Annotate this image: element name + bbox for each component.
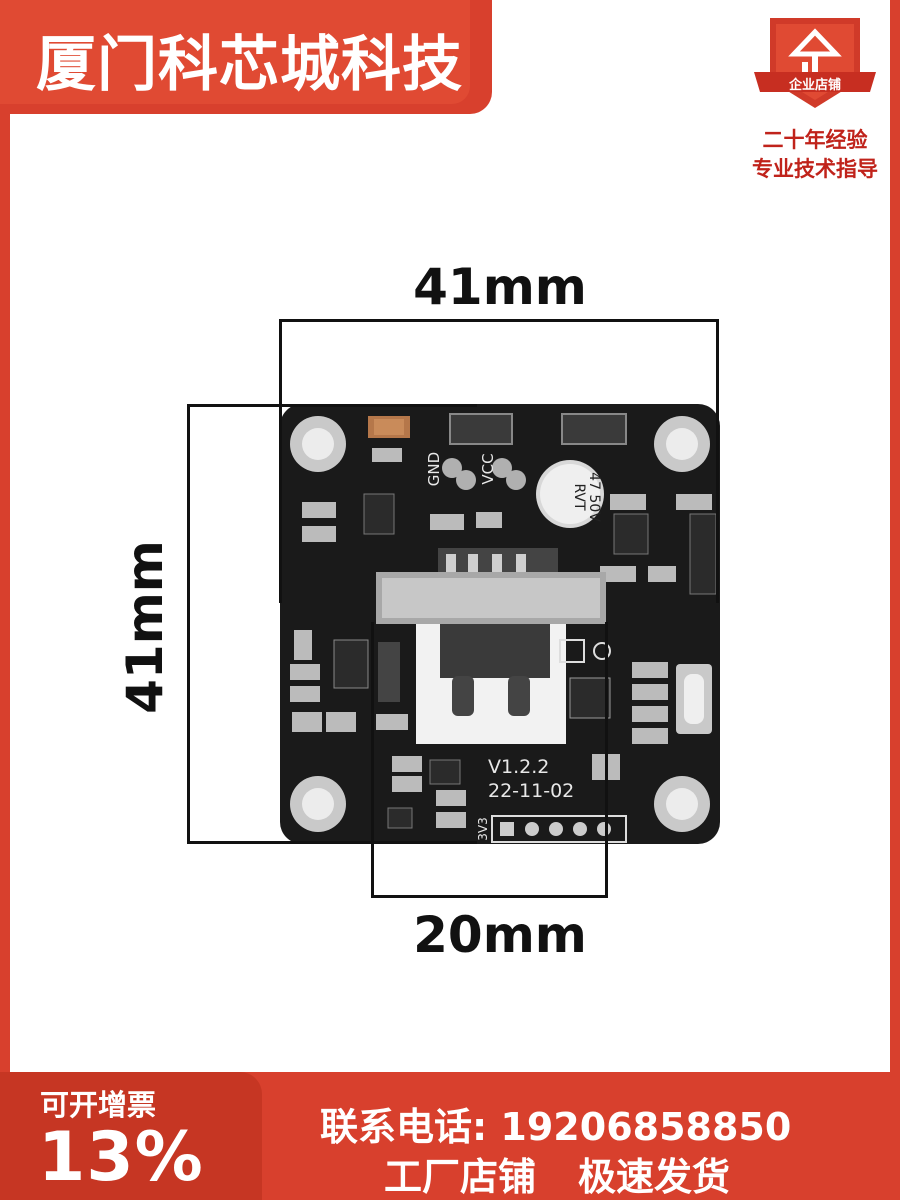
invoice-text: 可开增票 — [40, 1088, 157, 1122]
height-dimension-bracket — [187, 404, 477, 844]
fast-shipping-text: 极速发货 — [578, 1155, 731, 1199]
support-text: 专业技术指导 — [752, 157, 878, 181]
tax-rate: 13% — [38, 1118, 204, 1197]
board-date: 22-11-02 — [488, 780, 575, 802]
sensor-width-label: 20mm — [413, 906, 587, 964]
store-badge-label: 企业店铺 — [788, 78, 841, 93]
width-dimension-bracket — [279, 319, 719, 603]
left-frame-bar — [0, 0, 10, 1200]
company-name: 厦门科芯城科技 — [36, 30, 463, 100]
right-frame-bar — [890, 0, 900, 1200]
experience-text: 二十年经验 — [762, 128, 868, 152]
footer-invoice-panel — [0, 1072, 262, 1200]
pcb-board-image — [280, 404, 720, 844]
top-banner-shade — [0, 0, 470, 104]
contact-phone: 联系电话: 19206858850 — [320, 1105, 792, 1149]
board-version: V1.2.2 — [488, 756, 550, 778]
height-dimension-label: 41mm — [116, 540, 174, 714]
store-badge-icon — [754, 18, 876, 108]
width-dimension-label: 41mm — [413, 258, 587, 316]
sensor-dimension-bracket — [371, 622, 608, 898]
factory-store-text: 工厂店铺 — [384, 1155, 537, 1199]
